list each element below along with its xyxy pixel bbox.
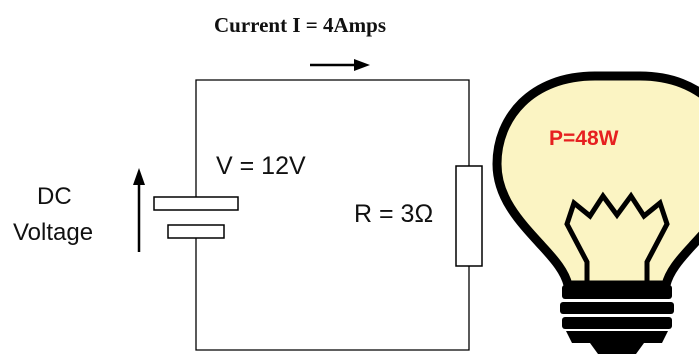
light-bulb-icon [492, 71, 699, 354]
bulb-glass [492, 71, 699, 290]
power-label: P=48W [549, 127, 619, 150]
current-label: Current I = 4Amps [214, 13, 386, 37]
voltage-arrow [133, 168, 145, 252]
voltage-value-label: V = 12V [216, 152, 306, 180]
voltage-label: Voltage [13, 219, 93, 246]
resistance-label: R = 3Ω [354, 200, 433, 228]
bulb-filament [564, 191, 670, 284]
dc-label: DC [37, 183, 72, 210]
current-arrow [310, 59, 370, 71]
resistor-symbol [455, 165, 483, 267]
circuit-wire [195, 79, 470, 351]
battery-symbol [153, 196, 239, 239]
